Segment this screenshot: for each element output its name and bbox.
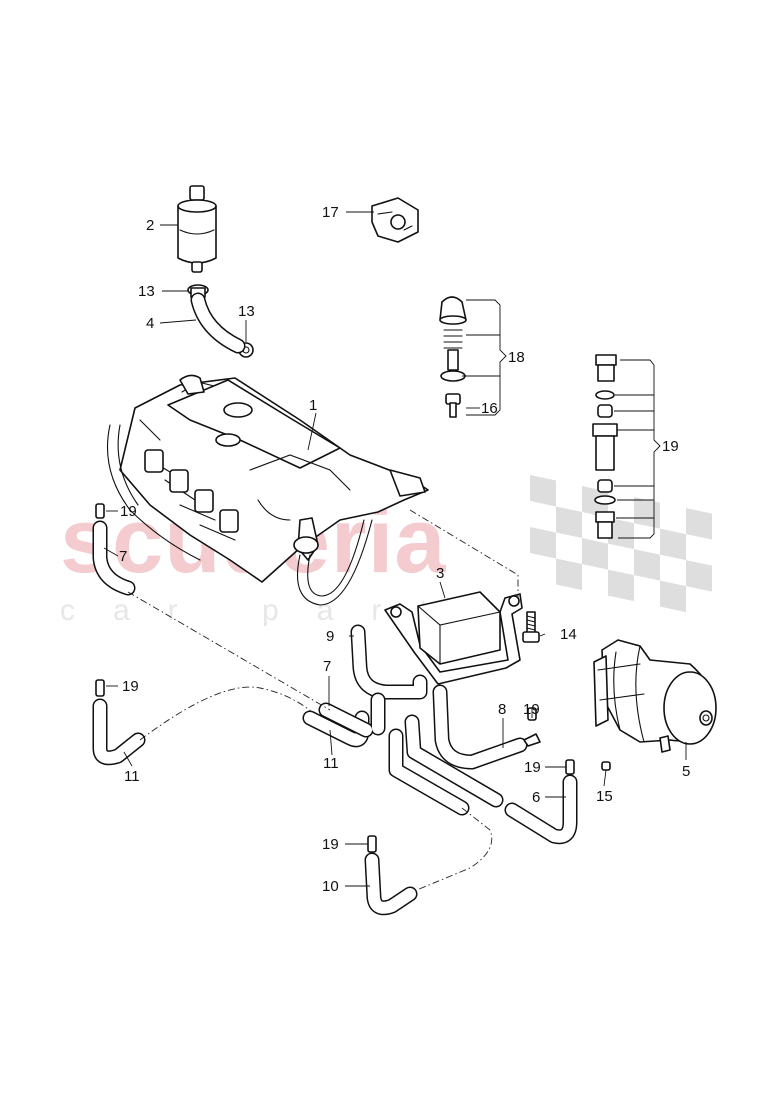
part-15-screw [601,761,611,771]
label-15: 15 [596,788,613,805]
label-1: 1 [309,397,317,414]
label-11-a: 11 [124,768,140,785]
part-17-holder [371,197,419,243]
label-13-a: 13 [138,283,155,300]
part-number-labels: 2 17 13 13 4 18 1 16 19 19 7 3 9 14 7 19… [119,204,690,895]
label-9: 9 [326,628,334,645]
label-14: 14 [560,626,577,643]
part-19-fittings-stack [592,354,618,539]
label-19-d: 19 [524,759,541,776]
label-11-b: 11 [323,755,339,772]
label-19-a: 19 [120,503,137,520]
hoses [92,520,578,916]
leader-lines [103,211,687,887]
label-13-b: 13 [238,303,255,320]
label-5: 5 [682,763,690,780]
label-19-b: 19 [122,678,139,695]
label-2: 2 [146,217,154,234]
part-1-valve-block [107,374,429,606]
label-8: 8 [498,701,506,718]
label-7-a: 7 [119,548,127,565]
label-17: 17 [322,204,339,221]
label-19-right: 19 [662,438,679,455]
label-10: 10 [322,878,339,895]
label-3: 3 [436,565,444,582]
checkered-flag-logo [530,475,712,613]
part-3-cover [384,591,523,685]
group-brackets [462,299,661,539]
label-19-c: 19 [523,701,540,718]
label-6: 6 [532,789,540,806]
label-4: 4 [146,315,154,332]
part-2-filter [177,185,217,273]
connection-lines [127,509,519,893]
label-18: 18 [508,349,525,366]
label-19-e: 19 [322,836,339,853]
part-14-bolt [522,611,540,643]
part-4-hose [190,292,246,354]
part-5-reservoir [593,639,717,753]
label-16: 16 [481,400,498,417]
part-18-assembly [439,296,467,418]
label-7-b: 7 [323,658,331,675]
part-19-connectors [95,503,575,853]
